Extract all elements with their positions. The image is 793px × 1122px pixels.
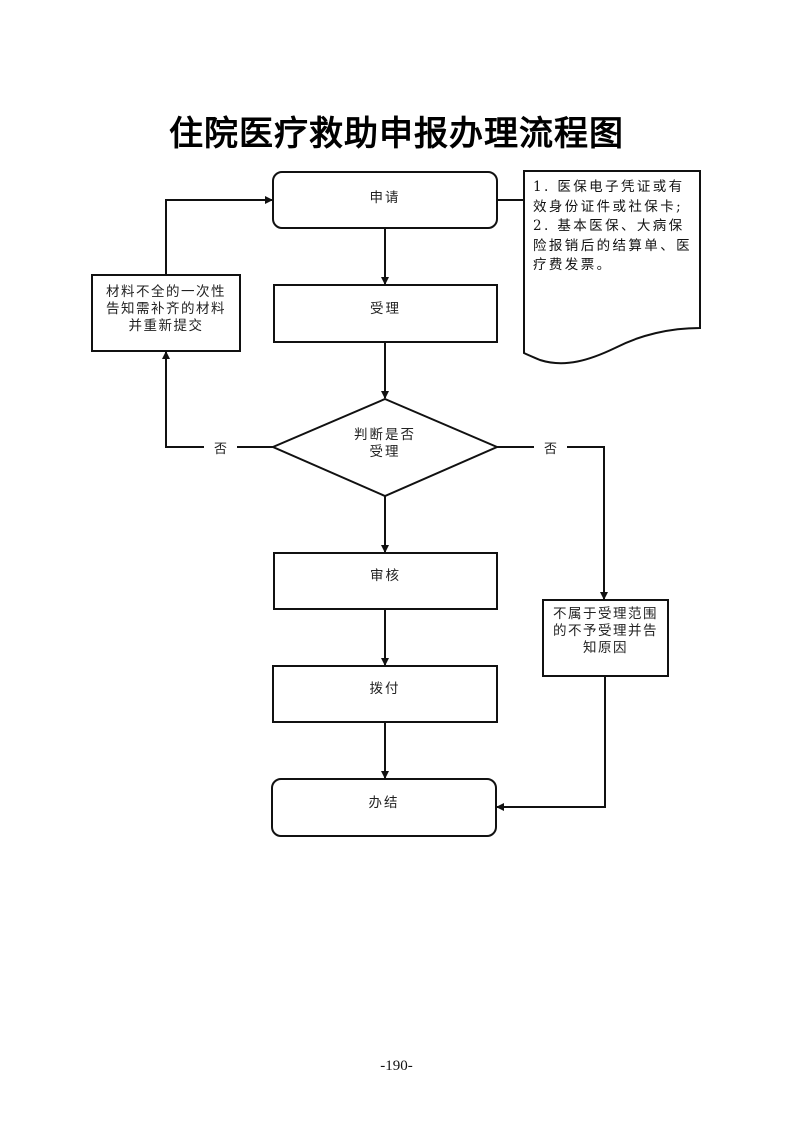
- arrow-not-in-scope-to-complete: [496, 676, 606, 811]
- not-in-scope-label: 不属于受理范围的不予受理并告知原因: [553, 605, 658, 656]
- review-label: 审核: [370, 567, 401, 584]
- accept-label: 受理: [370, 300, 401, 317]
- decision-label: 判断是否 受理: [320, 425, 450, 463]
- left-no-label: 否: [204, 438, 238, 457]
- page-number: -190-: [380, 1058, 413, 1074]
- payment-label: 拨付: [369, 680, 401, 697]
- incomplete-materials-label: 材料不全的一次性告知需补齐的材料并重新提交: [106, 283, 226, 334]
- arrow-decision-right-no: [497, 446, 608, 600]
- decision-label-line2: 受理: [369, 444, 401, 460]
- required-documents-text: 1. 医保电子凭证或有效身份证件或社保卡; 2. 基本医保、大病保险报销后的结算…: [533, 178, 693, 276]
- complete-label: 办结: [368, 794, 400, 811]
- page-title: 住院医疗救助申报办理流程图: [169, 114, 624, 154]
- right-no-label: 否: [534, 438, 568, 457]
- document-item-1: 1. 医保电子凭证或有效身份证件或社保卡;: [533, 179, 685, 215]
- arrow-incomplete-to-apply: [165, 196, 273, 275]
- decision-label-line1: 判断是否: [354, 427, 416, 443]
- arrow-decision-left-no: [162, 351, 273, 448]
- apply-label: 申请: [369, 189, 401, 206]
- required-documents-node: [523, 170, 701, 365]
- document-item-2: 2. 基本医保、大病保险报销后的结算单、医疗费发票。: [533, 218, 692, 273]
